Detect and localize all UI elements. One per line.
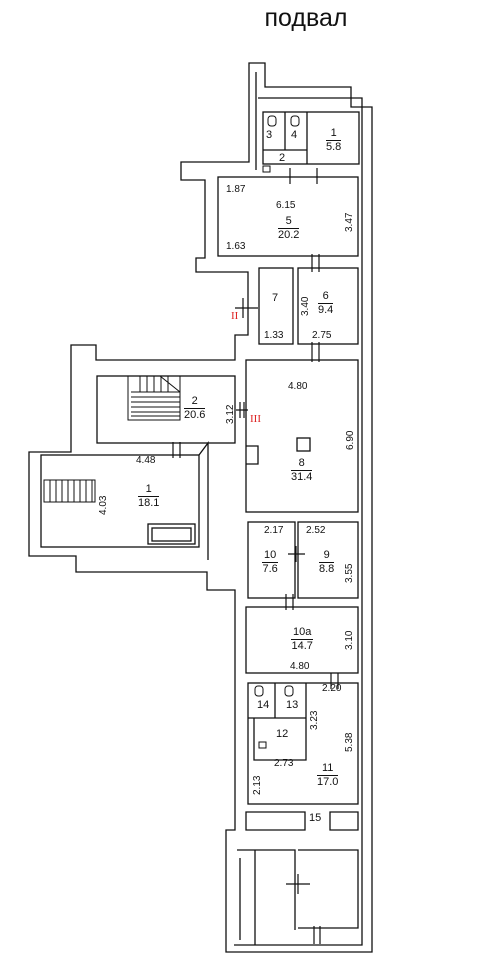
dimension-label: 4.80 (288, 381, 308, 392)
dimension-label: 1.87 (226, 184, 246, 195)
room-number: 2 (279, 152, 286, 164)
dimension-label: 3.10 (344, 630, 355, 650)
inner-wall (234, 72, 363, 946)
room-number: 4 (291, 129, 298, 141)
room-8-box (245, 359, 359, 513)
room-number: 7 (272, 292, 279, 304)
room-2-box (96, 375, 236, 444)
stairs-room-2 (127, 375, 181, 421)
fixture-room-1 (147, 523, 196, 545)
dimension-label: 3.47 (344, 212, 355, 232)
room-15-walls (245, 811, 359, 831)
column (296, 437, 311, 452)
room-top-box (262, 111, 360, 165)
dimension-label: 4.80 (290, 661, 310, 672)
dimension-label: 3.23 (309, 710, 320, 730)
outer-wall (28, 62, 373, 953)
dimension-label: 4.03 (98, 495, 109, 515)
dimension-label: 1.63 (226, 241, 246, 252)
dimension-label: 3.40 (300, 296, 311, 316)
dimension-label: 6.90 (345, 430, 356, 450)
bottom-rooms (237, 849, 359, 945)
dimension-label: 2.17 (264, 525, 284, 536)
room-10a-box (245, 606, 359, 674)
dimension-label: 6.15 (276, 200, 296, 211)
dimension-label: 2.20 (322, 683, 342, 694)
dimension-label: 5.38 (344, 732, 355, 752)
stairs-room-1 (43, 479, 96, 503)
room-number: 15 (309, 812, 322, 824)
room-number: 14 (257, 699, 270, 711)
room-6-box (297, 267, 359, 345)
section-marker: III (250, 413, 261, 425)
section-marker: II (231, 310, 239, 322)
dimension-label: 2.75 (312, 330, 332, 341)
toilets (254, 115, 300, 749)
room-1-box (40, 454, 200, 548)
dimension-label: 2.73 (274, 758, 294, 769)
room-11-box (247, 682, 359, 805)
page-title: подвал (264, 4, 348, 32)
dimension-label: 2.13 (252, 775, 263, 795)
dimension-label: 4.48 (136, 455, 156, 466)
room-5-box (217, 176, 359, 257)
dimension-label: 3.12 (225, 404, 236, 424)
dimension-label: 3.55 (344, 563, 355, 583)
room-10-box (247, 521, 296, 599)
room-7-box (258, 267, 294, 345)
room-9-box (297, 521, 359, 599)
dimension-label: 1.33 (264, 330, 284, 341)
room-number: 3 (266, 129, 273, 141)
dimension-label: 2.52 (306, 525, 326, 536)
room-number: 12 (276, 728, 289, 740)
room-number: 13 (286, 699, 299, 711)
